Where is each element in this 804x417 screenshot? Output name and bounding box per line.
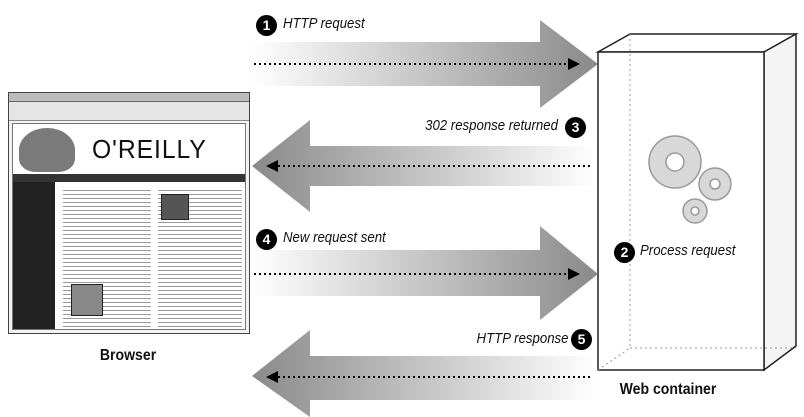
step-4-label: New request sent <box>283 229 386 246</box>
oreilly-logo: O'REILLY <box>92 134 207 164</box>
browser-toolbar <box>9 102 249 121</box>
page-image-icon <box>161 194 189 220</box>
arrow-http-response <box>252 330 596 417</box>
page-navbar <box>13 174 245 182</box>
step-4-badge: 4 <box>256 229 277 250</box>
step-1-badge: 1 <box>256 15 277 36</box>
arrow-new-request <box>252 226 598 320</box>
step-5-label: HTTP response <box>476 330 568 347</box>
browser-window: O'REILLY <box>8 92 250 334</box>
step-1-label: HTTP request <box>283 15 365 32</box>
page-image-icon <box>71 284 103 316</box>
arrow-http-request <box>252 20 598 108</box>
step-2-label: Process request <box>640 242 736 259</box>
page-sidebar <box>13 182 55 329</box>
step-3-label: 302 response returned <box>425 117 558 134</box>
browser-page-content: O'REILLY <box>12 123 246 330</box>
browser-titlebar <box>9 93 249 102</box>
step-2-badge: 2 <box>614 242 635 263</box>
step-5-badge: 5 <box>571 329 592 350</box>
owl-logo-icon <box>19 128 75 172</box>
step-3-badge: 3 <box>565 117 586 138</box>
arrow-302-response <box>252 120 596 212</box>
gears-icon <box>648 135 732 224</box>
browser-caption: Browser <box>99 347 157 364</box>
web-container-box <box>595 32 799 372</box>
container-caption: Web container <box>619 381 717 398</box>
